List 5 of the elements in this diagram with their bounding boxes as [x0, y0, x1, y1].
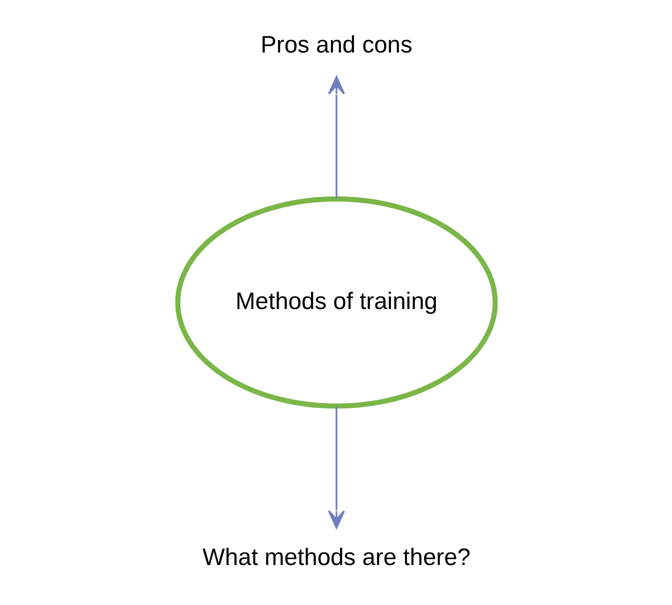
arrow [328, 406, 344, 529]
node-text: What methods are there? [202, 544, 470, 572]
node-ellipse: Methods of training [174, 196, 498, 409]
node-text: Pros and cons [260, 31, 412, 58]
arrow [328, 76, 344, 198]
